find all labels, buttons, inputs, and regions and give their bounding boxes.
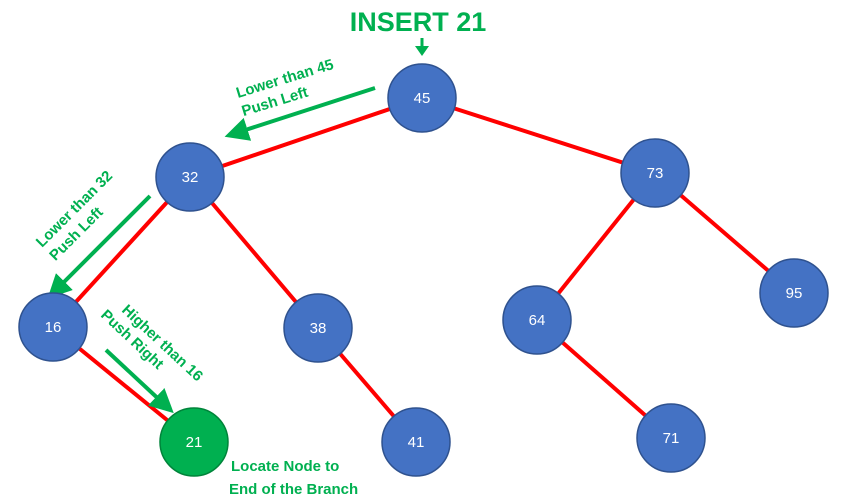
node-label: 21: [186, 434, 203, 451]
node-circle: [155, 142, 225, 212]
tree-node-41: 41: [381, 407, 451, 477]
node-label: 64: [529, 312, 546, 329]
node-label: 73: [647, 165, 664, 182]
tree-node-38: 38: [283, 293, 353, 363]
annotation-final-line2: End of the Branch: [229, 481, 358, 498]
node-circle: [759, 258, 829, 328]
node-circle: [18, 292, 88, 362]
diagram-title: INSERT 21: [350, 7, 487, 37]
title-down-arrow-icon: [415, 38, 429, 56]
node-circle: [283, 293, 353, 363]
tree-node-16: 16: [18, 292, 88, 362]
tree-node-32: 32: [155, 142, 225, 212]
node-circle: [159, 407, 229, 477]
annotation-final-line1: Locate Node to: [231, 458, 339, 475]
tree-node-95: 95: [759, 258, 829, 328]
tree-node-71: 71: [636, 403, 706, 473]
tree-node-64: 64: [502, 285, 572, 355]
node-label: 38: [310, 320, 327, 337]
annotation-step3: Higher than 16 Push Right: [97, 301, 206, 384]
node-circle: [387, 63, 457, 133]
node-label: 16: [45, 319, 62, 336]
node-circle: [502, 285, 572, 355]
tree-nodes: 45 32 73 16 38 64 95 21 41 71: [18, 63, 829, 477]
node-label: 95: [786, 285, 803, 302]
node-circle: [381, 407, 451, 477]
annotation-step1: Lower than 45 Push Left: [234, 56, 335, 120]
annotation-step2: Lower than 32 Push Left: [33, 167, 116, 264]
node-label: 45: [414, 90, 431, 107]
node-circle: [636, 403, 706, 473]
node-circle: [620, 138, 690, 208]
push-right-arrow: [104, 348, 174, 414]
annotation-final: Locate Node to End of the Branch: [229, 458, 358, 498]
push-left-arrow-2: [47, 194, 152, 299]
node-label: 32: [182, 169, 199, 186]
tree-edges: [51, 96, 796, 444]
push-left-arrow-1: [224, 86, 376, 141]
tree-node-45: 45: [387, 63, 457, 133]
tree-node-21: 21: [159, 407, 229, 477]
edge-n45-n73: [421, 96, 656, 175]
node-label: 71: [663, 430, 680, 447]
node-label: 41: [408, 434, 425, 451]
edge-n45-n32: [189, 96, 423, 179]
tree-node-73: 73: [620, 138, 690, 208]
